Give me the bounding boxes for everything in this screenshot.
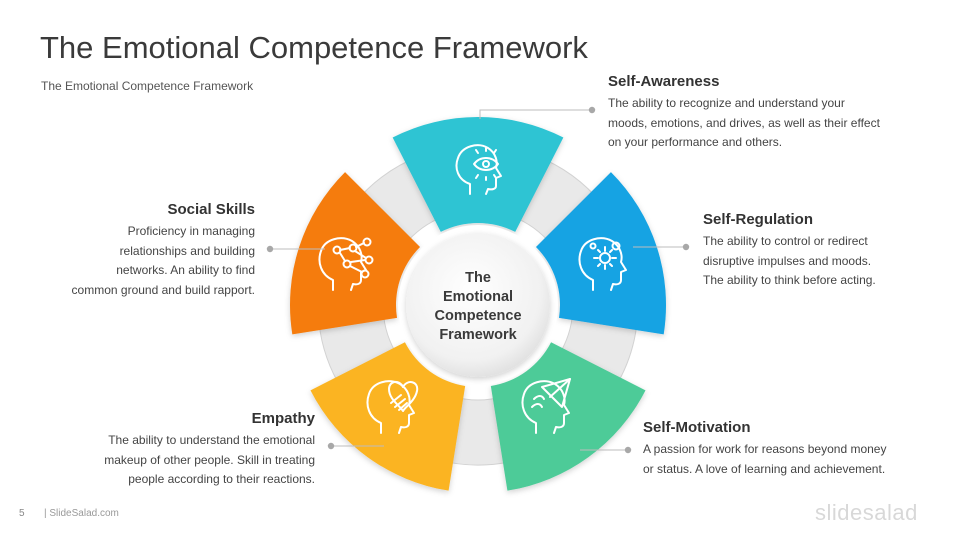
- desc-line: networks. An ability to find: [116, 263, 255, 277]
- footer-site: | SlideSalad.com: [44, 508, 119, 519]
- desc-line: makeup of other people. Skill in treatin…: [104, 452, 315, 467]
- segment-social-skills: [290, 172, 421, 335]
- leader-dot-social-skills: [266, 245, 274, 253]
- desc-line: The ability to control or redirect: [703, 234, 868, 248]
- page-number: 5: [19, 508, 25, 519]
- head-rocket-icon: [521, 378, 571, 434]
- head-eye-icon: [455, 144, 502, 195]
- desc-line: on your performance and others.: [608, 135, 783, 149]
- leader-dot-empathy: [327, 442, 335, 450]
- leader-dot-self-motivation: [624, 446, 632, 454]
- desc-line: A passion for work for reasons beyond mo…: [643, 442, 887, 456]
- item-desc-self-motivation: A passion for work for reasons beyond mo…: [643, 440, 943, 479]
- head-network-icon: [318, 237, 374, 291]
- head-heart-hand-icon: [366, 380, 419, 434]
- hub-circle: [406, 233, 550, 377]
- item-desc-social-skills: Proficiency in managing relationships an…: [20, 222, 255, 300]
- desc-line: or status. A love of learning and achiev…: [643, 461, 886, 476]
- segment-self-regulation: [535, 172, 667, 335]
- desc-line: relationships and building: [119, 243, 255, 258]
- leader-dot-self-awareness: [588, 106, 596, 114]
- desc-line: The ability to understand the emotional: [108, 433, 315, 447]
- item-title-empathy: Empathy: [251, 410, 315, 427]
- segment-self-motivation: [490, 342, 646, 491]
- item-desc-self-awareness: The ability to recognize and understand …: [608, 94, 928, 153]
- desc-line: people according to their reactions.: [128, 472, 315, 486]
- slide-title: The Emotional Competence Framework: [40, 30, 588, 65]
- leader-dot-self-regulation: [682, 243, 690, 251]
- item-title-self-regulation: Self-Regulation: [703, 211, 814, 228]
- desc-line: disruptive impulses and moods.: [703, 253, 872, 268]
- head-gear-icon: [578, 237, 627, 291]
- item-title-social-skills: Social Skills: [167, 201, 255, 218]
- hub-line-1: The: [465, 270, 491, 286]
- slide-subtitle: The Emotional Competence Framework: [41, 79, 254, 93]
- desc-line: moods, emotions, and drives, as well as …: [608, 115, 880, 130]
- item-desc-empathy: The ability to understand the emotional …: [40, 431, 315, 490]
- item-title-self-awareness: Self-Awareness: [608, 73, 720, 90]
- brand-logo: slidesalad: [815, 500, 918, 525]
- item-title-self-motivation: Self-Motivation: [643, 419, 751, 436]
- leader-line-self-awareness: [479, 109, 592, 119]
- desc-line: Proficiency in managing: [127, 224, 255, 238]
- segment-empathy: [310, 342, 466, 491]
- desc-line: common ground and build rapport.: [71, 282, 255, 297]
- desc-line: The ability to think before acting.: [703, 273, 876, 287]
- hub-line-4: Framework: [439, 327, 517, 343]
- hub-line-3: Competence: [434, 308, 521, 324]
- desc-line: The ability to recognize and understand …: [608, 96, 845, 110]
- item-desc-self-regulation: The ability to control or redirect disru…: [703, 232, 943, 291]
- hub-line-2: Emotional: [443, 289, 513, 305]
